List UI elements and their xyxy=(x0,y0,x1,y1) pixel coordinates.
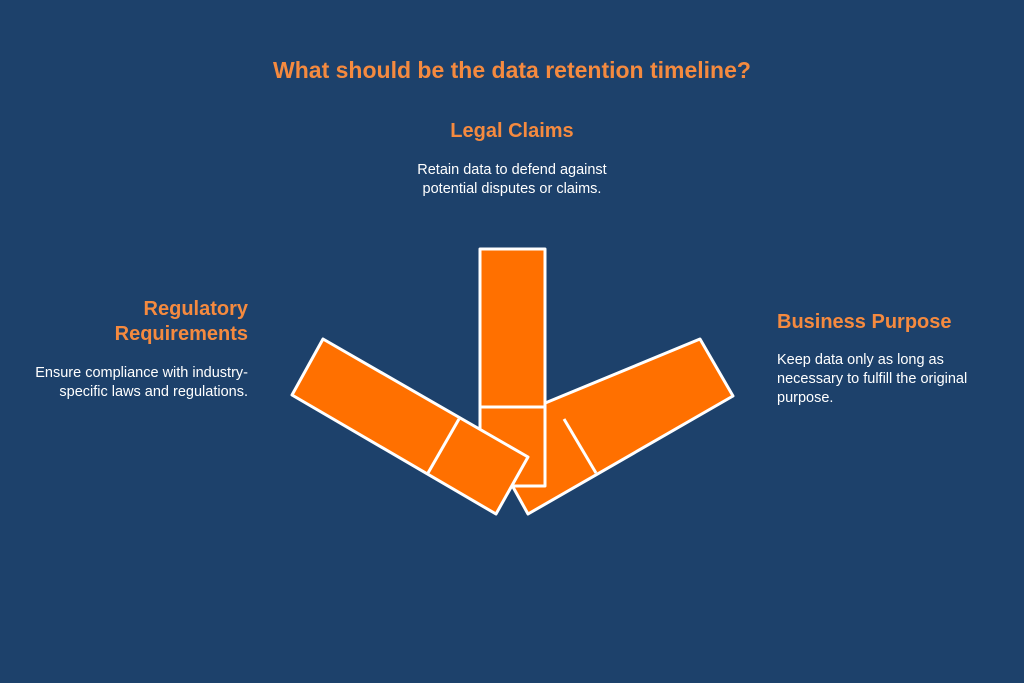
regulatory-requirements-description: Ensure compliance with industry-specific… xyxy=(35,365,248,400)
regulatory-requirements-heading: Regulatory Requirements xyxy=(114,298,248,345)
business-purpose-description: Keep data only as long as necessary to f… xyxy=(777,352,968,406)
bar-regulatory-requirements xyxy=(290,337,530,516)
legal-claims-description: Retain data to defend against potential … xyxy=(417,162,607,197)
diagram-title: What should be the data retention timeli… xyxy=(273,57,751,83)
legal-claims-heading: Legal Claims xyxy=(450,120,574,142)
business-purpose-heading: Business Purpose xyxy=(777,311,952,333)
bar-legal-claims xyxy=(478,247,547,488)
